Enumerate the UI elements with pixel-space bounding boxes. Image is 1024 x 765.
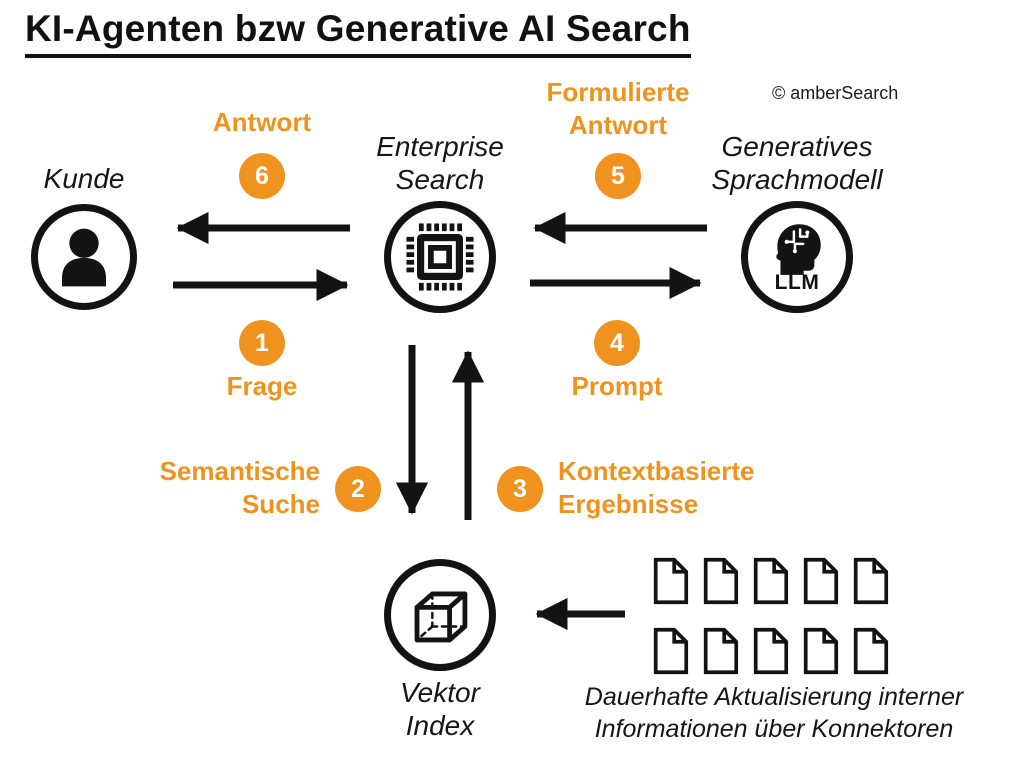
step-1-badge: 1 [239, 320, 285, 366]
vektor-index-node [384, 559, 496, 671]
step-2-badge: 2 [335, 466, 381, 512]
step-5-badge: 5 [595, 153, 641, 199]
kunde-label: Kunde [43, 163, 125, 194]
brain-head-icon [776, 224, 821, 275]
cube-icon [414, 591, 468, 643]
step-2-label: Semantische Suche [159, 456, 320, 519]
step-6-badge: 6 [239, 153, 285, 199]
document-icon [752, 626, 789, 681]
chip-icon [406, 223, 474, 291]
document-icon [702, 626, 739, 681]
document-icon [802, 556, 839, 611]
document-icon [852, 556, 889, 611]
copyright-note: © amberSearch [772, 83, 899, 103]
document-icon [652, 626, 689, 681]
document-icon [802, 626, 839, 681]
step-3-label: Kontextbasierte Ergebnisse [558, 456, 755, 519]
documents-grid [652, 556, 889, 681]
step-6-label: Antwort [212, 107, 312, 137]
llm-label: Generatives Sprachmodell [711, 131, 883, 196]
document-icon [652, 556, 689, 611]
person-icon [62, 228, 106, 287]
enterprise-search-label: Enterprise Search [376, 131, 504, 196]
llm-node: LLM [741, 201, 853, 313]
vektor-index-label: Vektor Index [400, 677, 480, 742]
document-icon [702, 556, 739, 611]
step-4-badge: 4 [594, 320, 640, 366]
enterprise-search-node [384, 201, 496, 313]
document-icon [752, 556, 789, 611]
llm-icon-text: LLM [774, 271, 820, 294]
page-title: KI-Agenten bzw Generative AI Search [25, 8, 691, 58]
document-icon [852, 626, 889, 681]
kunde-node [31, 204, 137, 310]
step-5-label: Formulierte Antwort [546, 77, 690, 140]
step-3-badge: 3 [497, 466, 543, 512]
documents-caption: Dauerhafte Aktualisierung interner Infor… [584, 683, 964, 743]
step-1-label: Frage [226, 371, 298, 401]
step-4-label: Prompt [571, 371, 663, 401]
